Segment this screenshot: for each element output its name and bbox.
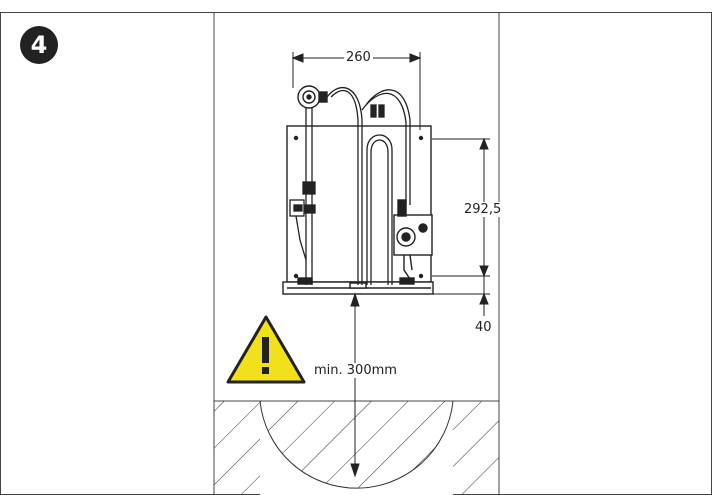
supply-pipe	[289, 108, 316, 285]
device-cabinet	[282, 125, 434, 295]
height-label: 292,5	[462, 202, 504, 217]
step-number-badge: 4	[20, 26, 58, 64]
width-label: 260	[344, 50, 373, 65]
clearance-dimension	[350, 292, 360, 478]
dosing-pump	[393, 199, 433, 283]
floor-hatching	[214, 401, 499, 495]
warning-triangle-icon	[226, 315, 306, 384]
sink-bowl-outline	[259, 401, 454, 489]
pressure-gauge	[297, 85, 328, 109]
bottom-gap-dimension	[432, 276, 490, 316]
bottom-gap-label: 40	[474, 320, 493, 335]
min-clearance-label: min. 300mm	[312, 363, 399, 378]
hose-loops	[326, 86, 411, 285]
